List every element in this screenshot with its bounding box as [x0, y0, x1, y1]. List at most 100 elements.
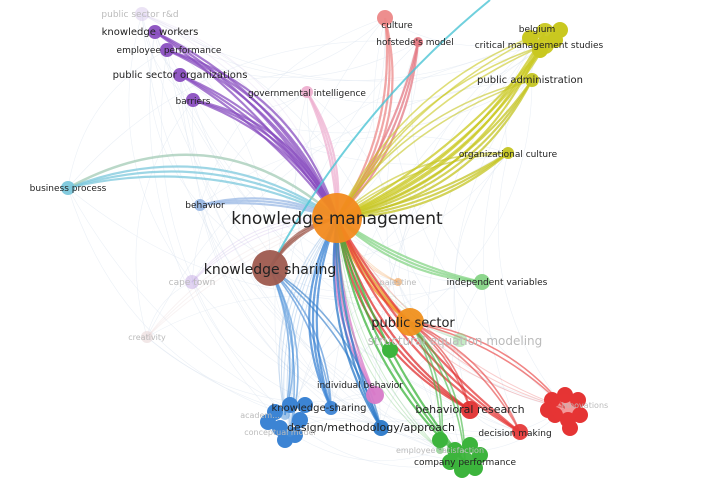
link-edge	[191, 281, 521, 433]
link-edge	[409, 321, 521, 433]
node-oc[interactable]	[502, 147, 514, 159]
link-edge	[397, 281, 566, 409]
cluster-node[interactable]	[292, 412, 308, 428]
link-edge	[334, 217, 382, 429]
link-edge	[146, 217, 338, 338]
node-pal[interactable]	[394, 278, 402, 286]
node-cre[interactable]	[141, 331, 153, 343]
link-edge	[336, 31, 546, 219]
node-label[interactable]: barriers	[176, 97, 211, 107]
link-edge	[154, 31, 566, 409]
node-label[interactable]: critical management studies	[475, 41, 604, 51]
link-edge	[166, 49, 466, 463]
node-br[interactable]	[461, 401, 479, 419]
node-label[interactable]: knowledge management	[231, 209, 443, 229]
cluster-node[interactable]	[562, 420, 578, 436]
link-edge	[141, 13, 546, 82]
cluster-node[interactable]	[442, 454, 458, 470]
node-label[interactable]: design/methodology/approach	[287, 421, 455, 434]
node-emp[interactable]	[436, 446, 444, 454]
node-cms[interactable]	[536, 36, 554, 54]
node-pa[interactable]	[525, 73, 539, 87]
node-label[interactable]: company performance	[414, 458, 516, 468]
node-label[interactable]: structural equation modeling	[368, 334, 543, 348]
link-edge	[67, 187, 286, 416]
node-bar[interactable]	[186, 93, 200, 107]
node-label[interactable]: hofstede's model	[376, 38, 453, 48]
node-iv[interactable]	[474, 274, 490, 290]
node-cp[interactable]	[455, 452, 475, 472]
cluster-node[interactable]	[282, 397, 298, 413]
node-label[interactable]: palestine	[380, 278, 417, 287]
cluster-node[interactable]	[522, 30, 538, 46]
node-hof[interactable]	[413, 37, 423, 47]
cluster-node[interactable]	[297, 397, 313, 413]
node-label[interactable]: belgium	[519, 25, 555, 35]
node-kw[interactable]	[148, 25, 162, 39]
link-edge	[199, 17, 386, 206]
link-edge	[308, 217, 338, 409]
cluster-node[interactable]	[462, 437, 478, 453]
node-label[interactable]: business process	[30, 184, 107, 194]
cluster-node[interactable]	[432, 432, 448, 448]
node-cm[interactable]	[285, 427, 295, 437]
link-edge	[67, 165, 338, 219]
node-label[interactable]: governmental intelligence	[248, 89, 366, 99]
node-sem[interactable]	[453, 333, 467, 347]
node-dm[interactable]	[512, 424, 528, 440]
label-layer: knowledge management knowledge sharing pub…	[30, 10, 609, 468]
cluster-node[interactable]	[272, 420, 288, 436]
node-label[interactable]: academ...	[240, 411, 280, 420]
link-edge	[141, 13, 471, 411]
node-label[interactable]: employee performance	[117, 46, 222, 56]
node-gi[interactable]	[301, 86, 313, 98]
node-label[interactable]: public sector r&d	[101, 10, 178, 20]
node-label[interactable]: creativity	[128, 333, 166, 342]
node-label[interactable]: knowledge sharing	[204, 262, 337, 278]
cluster-node[interactable]	[382, 342, 398, 358]
node-label[interactable]: knowledge workers	[102, 27, 199, 38]
node-label[interactable]: conceptual model	[244, 428, 316, 437]
node-bel[interactable]	[536, 23, 554, 41]
node-beh[interactable]	[194, 199, 206, 211]
node-label[interactable]: public sector	[371, 316, 455, 331]
node-pso[interactable]	[173, 68, 187, 82]
node-ct[interactable]	[185, 275, 199, 289]
cluster-node[interactable]	[552, 22, 568, 38]
node-label[interactable]: public administration	[477, 75, 583, 86]
node-layer	[61, 7, 588, 478]
node-label[interactable]: knowledge-sharing	[271, 403, 366, 414]
link-edge	[135, 99, 194, 338]
node-bp[interactable]	[61, 181, 75, 195]
link-edge	[336, 217, 441, 451]
node-label[interactable]: decision making	[478, 429, 551, 439]
node-ps[interactable]	[396, 308, 424, 336]
node-label[interactable]: public sector organizations	[113, 70, 248, 81]
cluster-node[interactable]	[260, 414, 276, 430]
node-label[interactable]: culture	[381, 21, 413, 31]
node-dma[interactable]	[373, 420, 389, 436]
node-cul[interactable]	[377, 10, 393, 26]
node-psrd[interactable]	[135, 7, 149, 21]
node-km[interactable]	[312, 193, 362, 243]
node-aca[interactable]	[280, 410, 290, 420]
link-edge	[166, 48, 339, 219]
node-label[interactable]: cape town	[169, 278, 216, 288]
node-label[interactable]: innovations	[562, 401, 608, 410]
link-edge	[128, 13, 193, 283]
node-ib[interactable]	[366, 386, 384, 404]
link-edge	[146, 217, 338, 338]
node-ep[interactable]	[160, 43, 174, 57]
node-label[interactable]: behavior	[185, 201, 225, 211]
link-edge	[280, 41, 419, 416]
node-label[interactable]: organizational culture	[459, 150, 558, 160]
node-red[interactable]	[551, 394, 579, 422]
node-label[interactable]: independent variables	[447, 278, 548, 288]
cluster-node[interactable]	[472, 447, 488, 463]
node-ksh[interactable]	[324, 401, 338, 415]
node-label[interactable]: employee satisfaction	[396, 446, 484, 455]
node-ks[interactable]	[252, 250, 288, 286]
node-label[interactable]: behavioral research	[415, 403, 524, 416]
node-label[interactable]: individual behavior	[317, 381, 403, 391]
